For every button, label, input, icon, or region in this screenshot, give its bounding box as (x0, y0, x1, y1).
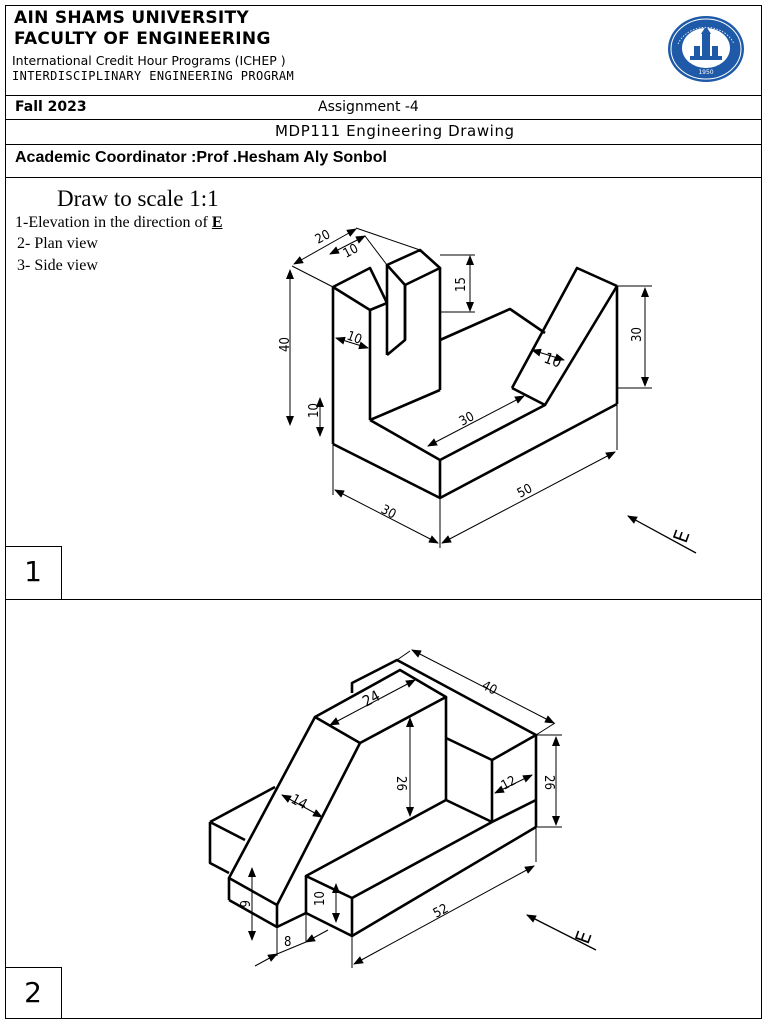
p1-dim-10-base: 10 (307, 403, 322, 418)
p1-floor-edge (369, 403, 546, 462)
p2-front-block-top (304, 798, 494, 900)
instruction-side: 3- Side view (17, 257, 98, 274)
p2-dim-52: 52 (431, 901, 451, 921)
p1-dim-30-front: 30 (378, 502, 398, 522)
p2-step-top (445, 736, 493, 762)
seal-year: 1950 (698, 69, 713, 76)
p2-dim-6: 6 (236, 900, 251, 907)
p2-front-block-right (491, 798, 537, 824)
p2-direction-e: E (570, 928, 596, 947)
p2-dim-10: 10 (313, 891, 328, 906)
p2-dim-40: 40 (479, 678, 499, 698)
p2-back-plate-top (350, 658, 538, 762)
p1-dim-40: 40 (278, 337, 293, 352)
term-label: Fall 2023 (15, 99, 87, 115)
programs-name: International Credit Hour Programs (ICHE… (12, 53, 286, 68)
p1-base-top-back (439, 307, 546, 342)
p2-dim-8: 8 (284, 935, 291, 950)
sheet-frame (5, 5, 762, 1019)
p2-upright-top (313, 668, 448, 745)
p1-dim-50: 50 (515, 481, 535, 501)
p1-dim-30-right: 30 (630, 327, 645, 342)
university-seal-icon: 1950 (668, 16, 744, 82)
p1-ramp-face (511, 285, 619, 407)
instruction-direction-e: E (211, 214, 223, 231)
faculty-name: FACULTY OF ENGINEERING (14, 29, 271, 49)
problem1-object (331, 248, 619, 500)
divider-header (5, 95, 762, 96)
p1-ramp-top (510, 266, 618, 389)
divider-problems (5, 599, 762, 600)
problem2-dimension-labels: 40 24 26 26 12 14 6 8 10 52 E (236, 678, 597, 950)
university-name: AIN SHAMS UNIVERSITY (14, 8, 250, 28)
instruction-elevation-text: 1-Elevation in the direction of (15, 214, 212, 231)
p2-dim-26-right: 26 (541, 775, 556, 790)
p1-back-block-top (385, 248, 442, 287)
p1-upright-top (332, 266, 389, 304)
p2-dim-14: 14 (288, 791, 310, 813)
p1-dim-20: 20 (313, 227, 333, 247)
divider-course (5, 144, 762, 145)
divider-coordinator (5, 177, 762, 178)
problem1-dimension-labels: 20 10 15 40 10 10 30 10 30 30 50 E (278, 227, 695, 545)
p1-dim-15: 15 (454, 277, 469, 292)
p2-dim-12: 12 (499, 773, 519, 793)
interdisciplinary-program: INTERDISCIPLINARY ENGINEERING PROGRAM (12, 69, 295, 83)
instruction-elevation: 1-Elevation in the direction of E (15, 214, 223, 232)
course-title: MDP111 Engineering Drawing (275, 122, 515, 140)
divider-term (5, 119, 762, 120)
coordinator-name: Academic Coordinator :Prof .Hesham Aly S… (15, 149, 387, 166)
problem-number-2: 2 (5, 967, 62, 1019)
problem-number-1: 1 (5, 546, 62, 599)
p1-dim-10-ramp: 10 (542, 349, 564, 372)
p1-dim-10-slot: 10 (341, 241, 361, 261)
p1-upright-top-front (332, 285, 388, 312)
instruction-plan: 2- Plan view (17, 235, 98, 252)
p1-dim-30-slot: 30 (457, 409, 477, 429)
scale-instruction: Draw to scale 1:1 (57, 186, 219, 211)
p2-left-block-front (208, 822, 230, 875)
p2-left-block-edge (209, 820, 246, 842)
p2-arm-right (275, 742, 362, 906)
p2-front-block-bottom (305, 825, 537, 938)
p1-slot-bottom (386, 285, 407, 356)
p2-dim-24: 24 (359, 687, 383, 711)
p1-direction-e: E (668, 527, 694, 546)
p1-back-base-edge (369, 388, 441, 422)
p2-left-block-top (209, 785, 276, 824)
problem1-dimensions (286, 227, 697, 554)
p2-dim-26-upright: 26 (393, 776, 408, 791)
p1-dim-10-wall: 10 (345, 329, 364, 348)
problem2-dimensions (248, 649, 597, 968)
assignment-label: Assignment -4 (318, 99, 419, 115)
